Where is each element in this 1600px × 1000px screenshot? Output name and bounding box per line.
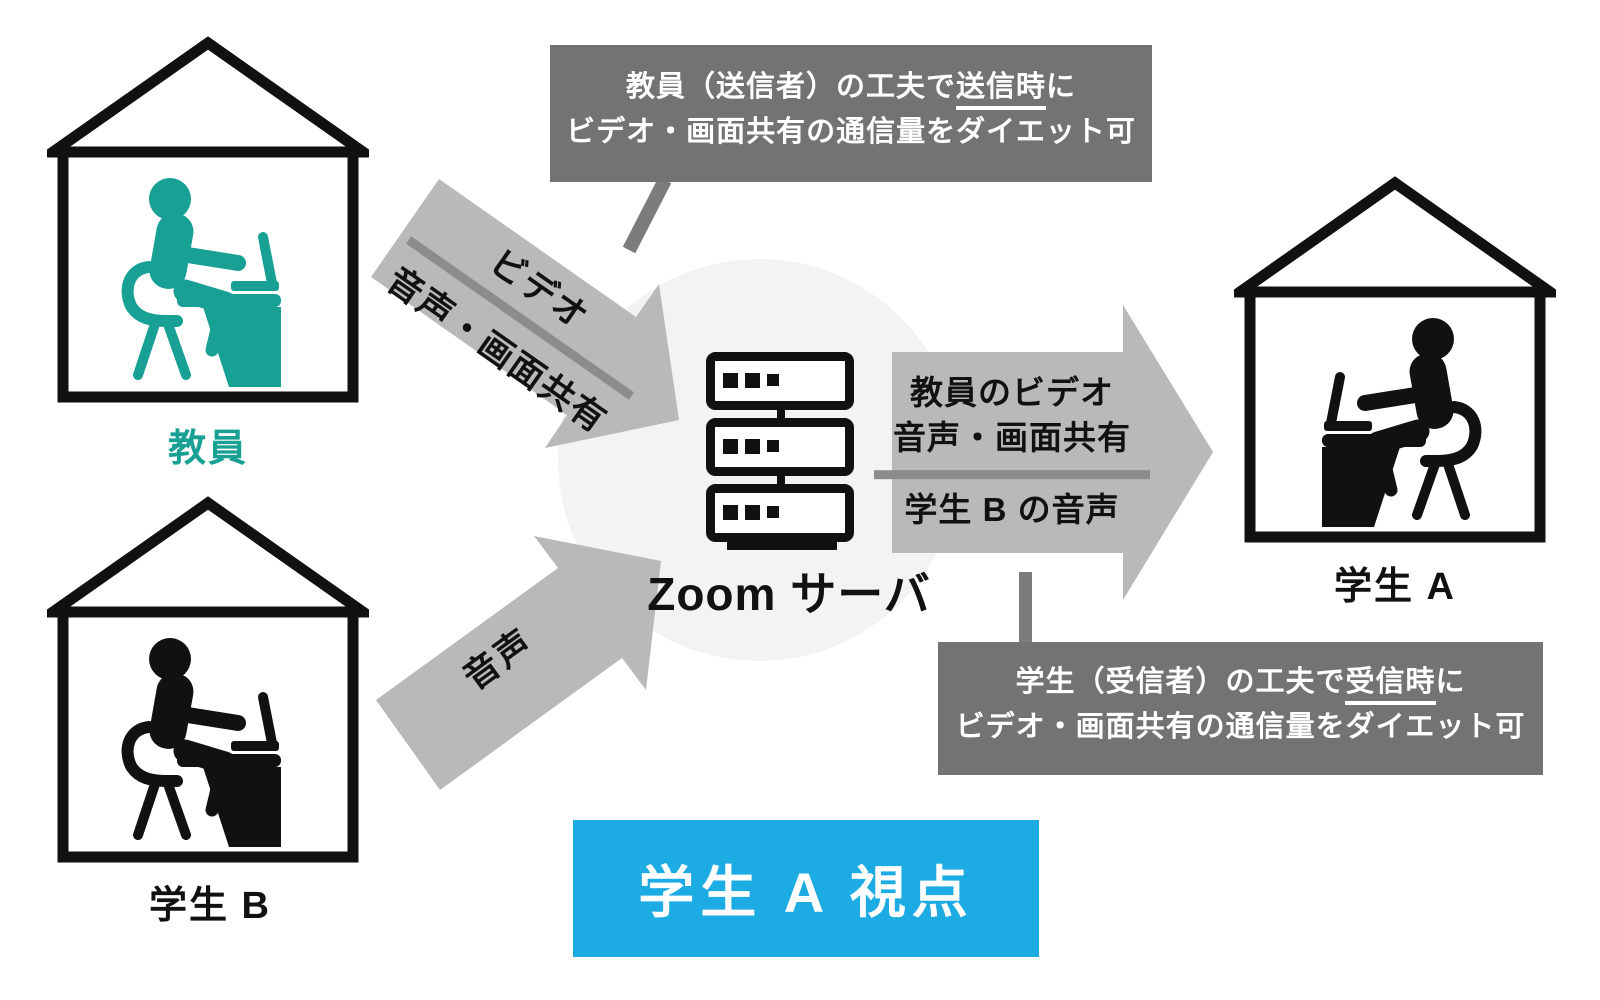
sender-callout-line1: 教員（送信者）の工夫で送信時に: [550, 65, 1152, 110]
receiver-callout-connector: [1019, 572, 1032, 644]
house-studentA: [1234, 175, 1556, 543]
teacher-label: 教員: [167, 428, 249, 470]
sender-line1-underline: 送信時: [955, 71, 1046, 110]
sender-line1-prefix: 教員（送信者）の工夫で: [625, 71, 956, 103]
receiver-line1-underline: 受信時: [1345, 666, 1436, 705]
receiver-callout-box: 学生（受信者）の工夫で受信時に ビデオ・画面共有の通信量をダイエット可: [938, 642, 1543, 775]
arrow-studentA-caption: 教員のビデオ 音声・画面共有 学生 B の音声: [874, 371, 1150, 533]
house-studentB: [47, 495, 369, 863]
viewpoint-banner: 学生 A 視点: [573, 820, 1039, 957]
receiver-line1-suffix: に: [1435, 666, 1466, 698]
sender-callout-line2: ビデオ・画面共有の通信量をダイエット可: [566, 116, 1136, 148]
server-label: Zoom サーバ: [647, 568, 931, 620]
arrow-studentA-caption-line2: 音声・画面共有: [893, 419, 1131, 457]
receiver-callout-line1: 学生（受信者）の工夫で受信時に: [938, 660, 1543, 705]
caption-divider: [874, 469, 1150, 479]
arrow-server-to-studentA: [892, 305, 1213, 600]
sender-line1-suffix: に: [1046, 71, 1077, 103]
server-rack-icon: [706, 352, 854, 550]
receiver-line1-prefix: 学生（受信者）の工夫で: [1015, 666, 1346, 698]
arrow-studentA-caption-line3: 学生 B の音声: [904, 490, 1120, 528]
arrow-studentB-to-server: [376, 536, 661, 790]
arrow-studentA-caption-line1: 教員のビデオ: [910, 374, 1114, 412]
house-teacher: [47, 35, 369, 403]
studentA-label: 学生 A: [1333, 566, 1457, 608]
receiver-callout-line2: ビデオ・画面共有の通信量をダイエット可: [955, 711, 1526, 743]
sender-callout-connector: [622, 176, 672, 254]
sender-callout-box: 教員（送信者）の工夫で送信時に ビデオ・画面共有の通信量をダイエット可: [550, 45, 1152, 182]
studentB-label: 学生 B: [148, 885, 272, 927]
